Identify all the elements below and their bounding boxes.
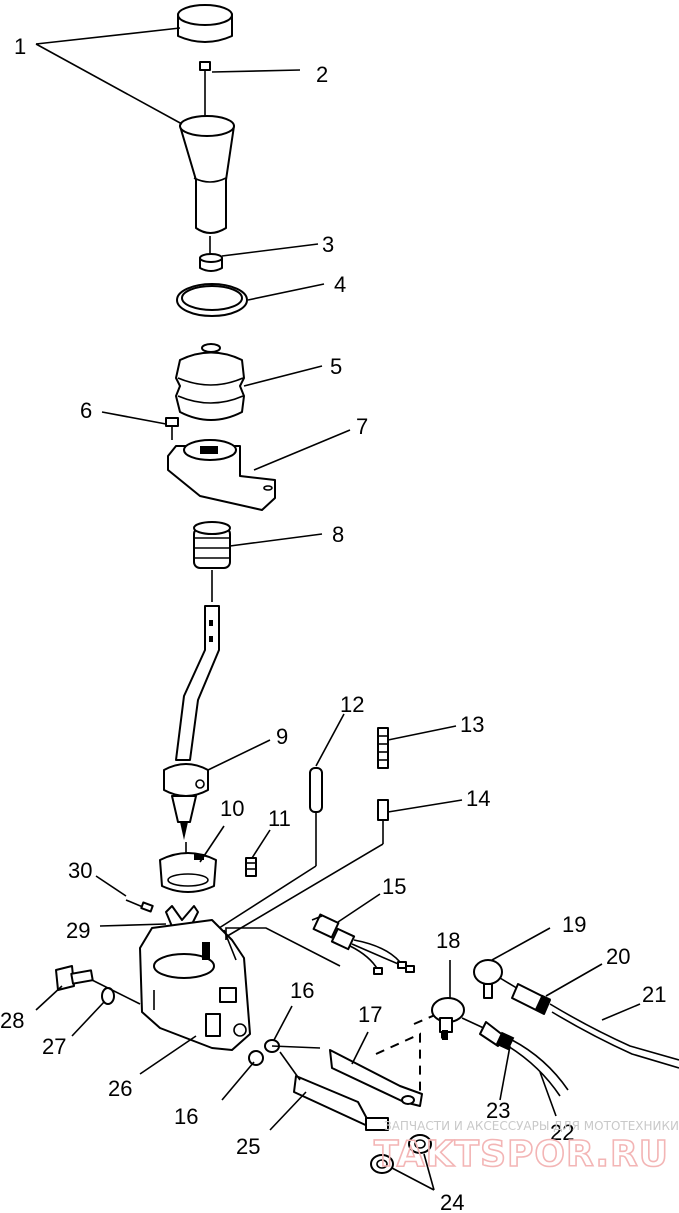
callout-20: 20 bbox=[606, 944, 630, 969]
callout-3: 3 bbox=[322, 232, 334, 257]
callout-14: 14 bbox=[466, 786, 490, 811]
watermark-site: TAKTSPOR.RU bbox=[374, 1134, 669, 1175]
part-9-shift-lever bbox=[163, 605, 220, 840]
callout-10: 10 bbox=[220, 796, 244, 821]
callout-26: 26 bbox=[108, 1076, 132, 1101]
callout-21: 21 bbox=[642, 982, 666, 1007]
watermark: ЗАПЧАСТИ И АКСЕССУАРЫ ДЛЯ МОТОТЕХНИКИ TA… bbox=[373, 1119, 679, 1176]
part-23-adjuster bbox=[495, 1031, 515, 1051]
part-6-bolt bbox=[165, 417, 179, 440]
part-26-housing bbox=[139, 919, 341, 1051]
part-17-rod bbox=[271, 1045, 423, 1107]
part-3-small-ring bbox=[199, 253, 223, 272]
callout-25: 25 bbox=[236, 1134, 260, 1159]
callout-11: 11 bbox=[268, 806, 291, 831]
callout-17: 17 bbox=[358, 1002, 382, 1027]
part-27-washer bbox=[91, 979, 141, 1005]
part-19-rod-end bbox=[473, 959, 521, 999]
callout-23: 23 bbox=[486, 1098, 510, 1123]
part-25-rod bbox=[279, 1051, 389, 1131]
callout-7: 7 bbox=[356, 414, 368, 439]
part-8-bushing bbox=[193, 521, 231, 569]
callout-5: 5 bbox=[330, 354, 342, 379]
part-10-collar bbox=[159, 852, 217, 893]
part-1-knob-handle bbox=[179, 115, 235, 234]
callout-16-upper: 16 bbox=[290, 978, 314, 1003]
callout-16-lower: 16 bbox=[174, 1104, 198, 1129]
part-7-base-plate bbox=[167, 439, 276, 511]
callout-9: 9 bbox=[276, 724, 288, 749]
callout-22: 22 bbox=[550, 1120, 574, 1145]
watermark-tagline: ЗАПЧАСТИ И АКСЕССУАРЫ ДЛЯ МОТОТЕХНИКИ bbox=[384, 1119, 679, 1133]
part-4-large-ring bbox=[176, 283, 248, 317]
part-24-nut-lower bbox=[370, 1154, 394, 1174]
callout-28: 28 bbox=[0, 1008, 24, 1033]
callout-8: 8 bbox=[332, 522, 344, 547]
callout-2: 2 bbox=[316, 62, 328, 87]
part-14-pin bbox=[223, 799, 389, 939]
part-30-pin bbox=[125, 899, 154, 913]
callout-1: 1 bbox=[14, 34, 26, 59]
part-20-adjuster bbox=[511, 983, 551, 1015]
callout-30: 30 bbox=[68, 858, 92, 883]
callout-24: 24 bbox=[440, 1190, 464, 1213]
part-13-stud bbox=[377, 727, 389, 769]
part-2-screw bbox=[199, 61, 211, 80]
part-22-cable bbox=[507, 1039, 569, 1097]
callout-12: 12 bbox=[340, 692, 364, 717]
callout-labels: 1 2 3 4 5 6 7 8 9 10 11 12 13 14 15 16 1… bbox=[0, 34, 666, 1213]
part-16-nut-lower bbox=[248, 1050, 264, 1066]
part-18-ball-joint bbox=[431, 997, 505, 1047]
leader-lines bbox=[35, 27, 641, 1191]
part-1-knob-cap bbox=[177, 4, 233, 43]
part-11-spring bbox=[245, 857, 257, 877]
part-21-cable bbox=[549, 1003, 679, 1069]
callout-29: 29 bbox=[66, 918, 90, 943]
part-15-switch bbox=[311, 913, 415, 975]
callout-15: 15 bbox=[382, 874, 406, 899]
part-24-nut-upper bbox=[408, 1134, 432, 1154]
part-28-bolt bbox=[55, 965, 94, 991]
part-5-boot bbox=[175, 343, 245, 421]
callout-19: 19 bbox=[562, 912, 586, 937]
callout-6: 6 bbox=[80, 398, 92, 423]
part-12-pin bbox=[215, 767, 323, 931]
callout-4: 4 bbox=[334, 272, 346, 297]
callout-18: 18 bbox=[436, 928, 460, 953]
callout-13: 13 bbox=[460, 712, 484, 737]
callout-27: 27 bbox=[42, 1034, 66, 1059]
